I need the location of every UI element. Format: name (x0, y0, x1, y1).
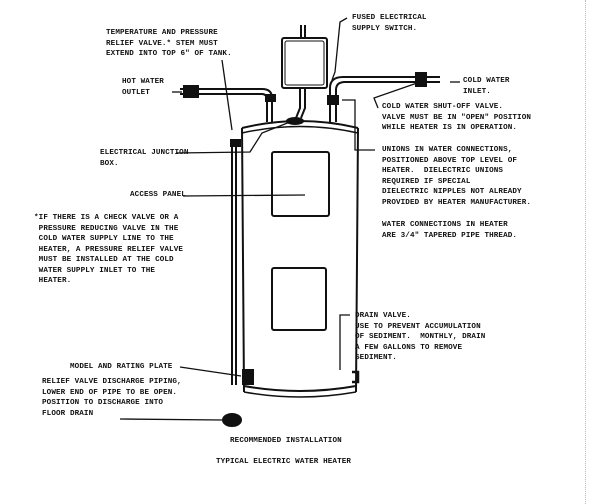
access-panel-upper (271, 151, 330, 217)
conduit (295, 88, 306, 119)
label-line: INLET. (463, 87, 491, 96)
label-line: POSITIONED ABOVE TOP LEVEL OF (382, 156, 518, 165)
relief-valve (230, 139, 241, 147)
tank-bottom (243, 385, 357, 392)
discharge-piping-label: RELIEF VALVE DISCHARGE PIPING, LOWER END … (42, 377, 182, 419)
label-line: BOX. (100, 159, 119, 168)
label-line: TEMPERATURE AND PRESSURE (106, 29, 218, 37)
label-line: HEATER. (34, 277, 72, 285)
union (327, 95, 339, 105)
label-line: USE TO PREVENT ACCUMULATION (355, 322, 481, 331)
hot-fitting (265, 94, 276, 102)
hot-water-outlet-label: HOT WATER OUTLET (122, 77, 164, 98)
access-panel-lower (271, 267, 327, 331)
leader-line (373, 81, 421, 109)
rating-plate-label: MODEL AND RATING PLATE (70, 363, 173, 371)
cold-water-inlet-label: COLD WATER INLET. (463, 76, 510, 97)
relief-valve-label: TEMPERATURE AND PRESSURE RELIEF VALVE.* S… (106, 28, 232, 60)
footnote: *IF THERE IS A CHECK VALVE OR A PRESSURE… (34, 213, 183, 287)
leader-line (175, 121, 291, 154)
leader-line (179, 366, 242, 377)
label-line: COLD WATER (463, 77, 510, 85)
shutoff-valve-label: COLD WATER SHUT-OFF VALVE. VALVE MUST BE … (382, 102, 531, 134)
tank-top-rim (241, 125, 359, 134)
hot-union (183, 85, 199, 98)
fused-switch-label: FUSED ELECTRICAL SUPPLY SWITCH. (352, 13, 427, 34)
leader-line (182, 194, 306, 197)
junction-box-label: ELECTRICAL JUNCTION BOX. (100, 148, 188, 169)
label-line: PRESSURE REDUCING VALVE IN THE (34, 224, 179, 233)
cold-water-pipe (329, 76, 440, 122)
tank-left-side (241, 127, 245, 393)
label-line: SEDIMENT. (355, 354, 397, 362)
caption-title: RECOMMENDED INSTALLATION (230, 437, 342, 445)
rating-plate (242, 369, 254, 385)
label-line: ARE 3/4" TAPERED PIPE THREAD. (382, 231, 518, 240)
label-line: COLD WATER SHUT-OFF VALVE. (382, 103, 504, 111)
cold-shutoff-valve (415, 72, 427, 87)
label-line: EXTEND INTO TOP 6" OF TANK. (106, 50, 232, 58)
label-line: UNIONS IN WATER CONNECTIONS, (382, 146, 513, 154)
label-line: OF SEDIMENT. MONTHLY, DRAIN (355, 333, 486, 341)
access-panel-label: ACCESS PANEL (130, 191, 186, 199)
label-line: VALVE MUST BE IN "OPEN" POSITION (382, 113, 532, 122)
leader-line (342, 99, 375, 151)
caption-subtitle: TYPICAL ELECTRIC WATER HEATER (216, 458, 352, 466)
label-line: POSITION TO DISCHARGE INTO (42, 399, 164, 407)
water-connections-label: WATER CONNECTIONS IN HEATER ARE 3/4" TAPE… (382, 220, 517, 241)
unions-label: UNIONS IN WATER CONNECTIONS, POSITIONED A… (382, 145, 531, 208)
label-line: MUST BE INSTALLED AT THE COLD (34, 256, 174, 264)
label-line: FUSED ELECTRICAL (352, 14, 427, 22)
drain-valve-label: DRAIN VALVE. USE TO PREVENT ACCUMULATION O… (355, 311, 485, 364)
label-line: ELECTRICAL JUNCTION (100, 149, 189, 157)
label-line: DIELECTRIC NIPPLES NOT ALREADY (382, 188, 522, 196)
label-line: LOWER END OF PIPE TO BE OPEN. (42, 388, 178, 397)
label-line: HEATER. DIELECTRIC UNIONS (382, 167, 504, 175)
page-edge-divider (585, 0, 586, 504)
label-line: WATER CONNECTIONS IN HEATER (382, 221, 508, 229)
label-line: WATER SUPPLY INLET TO THE (34, 266, 156, 275)
label-line: FLOOR DRAIN (42, 409, 94, 418)
label-line: PROVIDED BY HEATER MANUFACTURER. (382, 198, 532, 207)
label-line: WHILE HEATER IS IN OPERATION. (382, 124, 518, 132)
label-line: SUPPLY SWITCH. (352, 24, 418, 33)
leader-line (221, 59, 233, 131)
leader-line (119, 418, 223, 421)
label-line: RELIEF VALVE DISCHARGE PIPING, (42, 378, 182, 386)
electrical-junction-box (286, 117, 304, 125)
floor-drain (222, 413, 242, 427)
label-line: DRAIN VALVE. (355, 312, 411, 320)
leader-lines (119, 17, 460, 421)
label-line: REQUIRED IF SPECIAL (382, 177, 471, 186)
label-line: RELIEF VALVE.* STEM MUST (106, 39, 218, 48)
leader-line (331, 17, 348, 81)
tank-right-side (355, 127, 359, 393)
fused-switch-box-inner (284, 40, 325, 86)
label-line: HOT WATER (122, 78, 164, 86)
label-line: *IF THERE IS A CHECK VALVE OR A (34, 214, 179, 222)
label-line: HEATER, A PRESSURE RELIEF VALVE (34, 245, 184, 254)
label-line: OUTLET (122, 88, 150, 97)
label-line: COLD WATER SUPPLY LINE TO THE (34, 235, 174, 243)
leader-line (339, 314, 350, 370)
tank-base (243, 391, 357, 398)
fused-switch-box (281, 37, 328, 89)
drain-valve (352, 370, 360, 384)
label-line: A FEW GALLONS TO REMOVE (355, 343, 463, 352)
